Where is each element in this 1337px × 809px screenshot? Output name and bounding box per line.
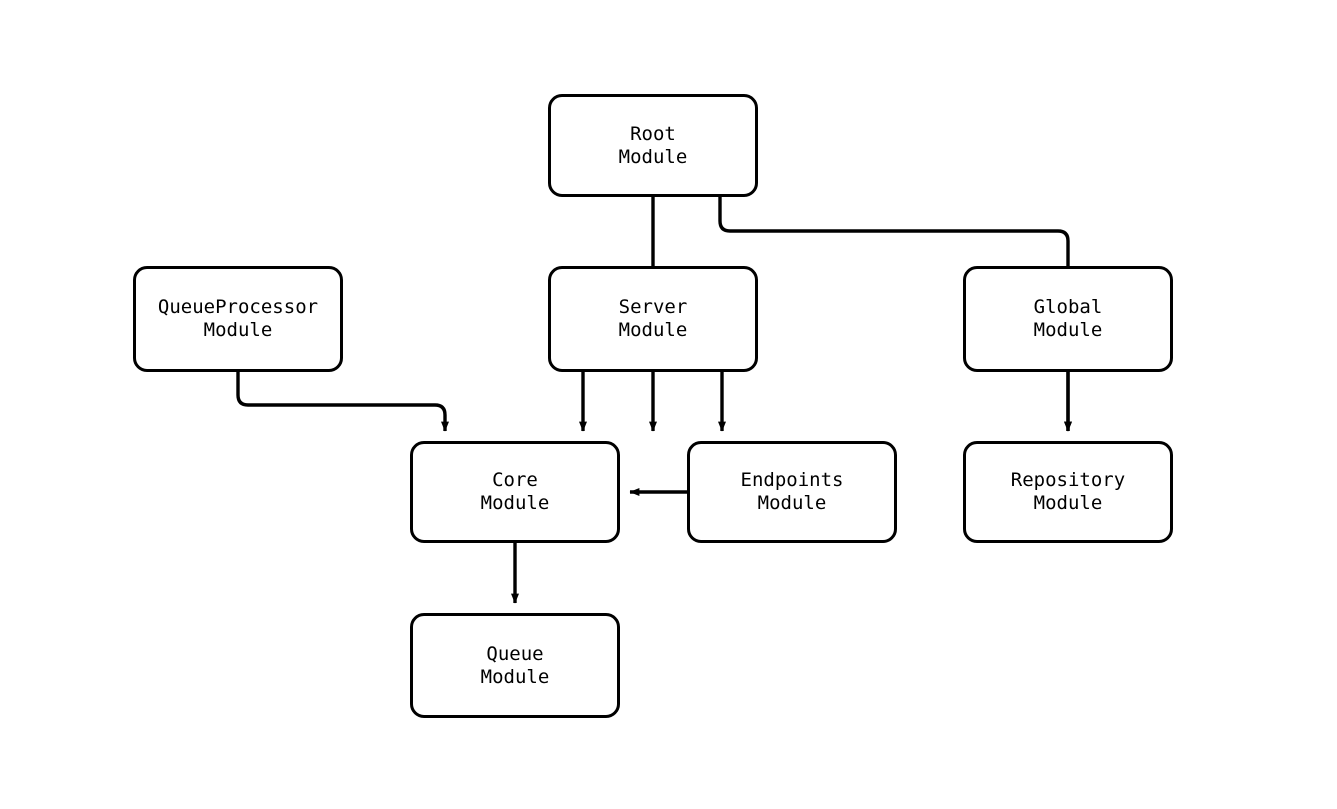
node-core-title: Core: [492, 469, 538, 491]
node-root-suffix: Module: [618, 145, 688, 168]
node-queue[interactable]: Queue Module: [410, 613, 620, 718]
node-global[interactable]: Global Module: [963, 266, 1173, 372]
node-server-title: Server: [618, 296, 688, 318]
node-repository-suffix: Module: [1033, 492, 1103, 514]
node-repository-title: Repository: [1010, 469, 1126, 491]
node-core-suffix: Module: [480, 492, 550, 514]
node-root[interactable]: Root Module: [548, 94, 758, 197]
node-queueprocessor[interactable]: QueueProcessor Module: [133, 266, 343, 372]
node-queue-suffix: Module: [480, 665, 550, 688]
node-endpoints[interactable]: Endpoints Module: [687, 441, 897, 543]
node-global-suffix: Module: [1033, 319, 1103, 341]
node-global-title: Global: [1033, 296, 1103, 318]
node-root-title: Root: [630, 122, 676, 145]
node-core[interactable]: Core Module: [410, 441, 620, 543]
node-queue-title: Queue: [486, 642, 544, 665]
edge-queueprocessor-core: [236, 372, 449, 432]
node-endpoints-suffix: Module: [757, 492, 827, 514]
node-endpoints-title: Endpoints: [740, 469, 844, 491]
node-queueprocessor-title: QueueProcessor: [157, 296, 319, 318]
node-repository[interactable]: Repository Module: [963, 441, 1173, 543]
node-server[interactable]: Server Module: [548, 266, 758, 372]
node-queueprocessor-suffix: Module: [203, 319, 273, 341]
node-server-suffix: Module: [618, 319, 688, 341]
